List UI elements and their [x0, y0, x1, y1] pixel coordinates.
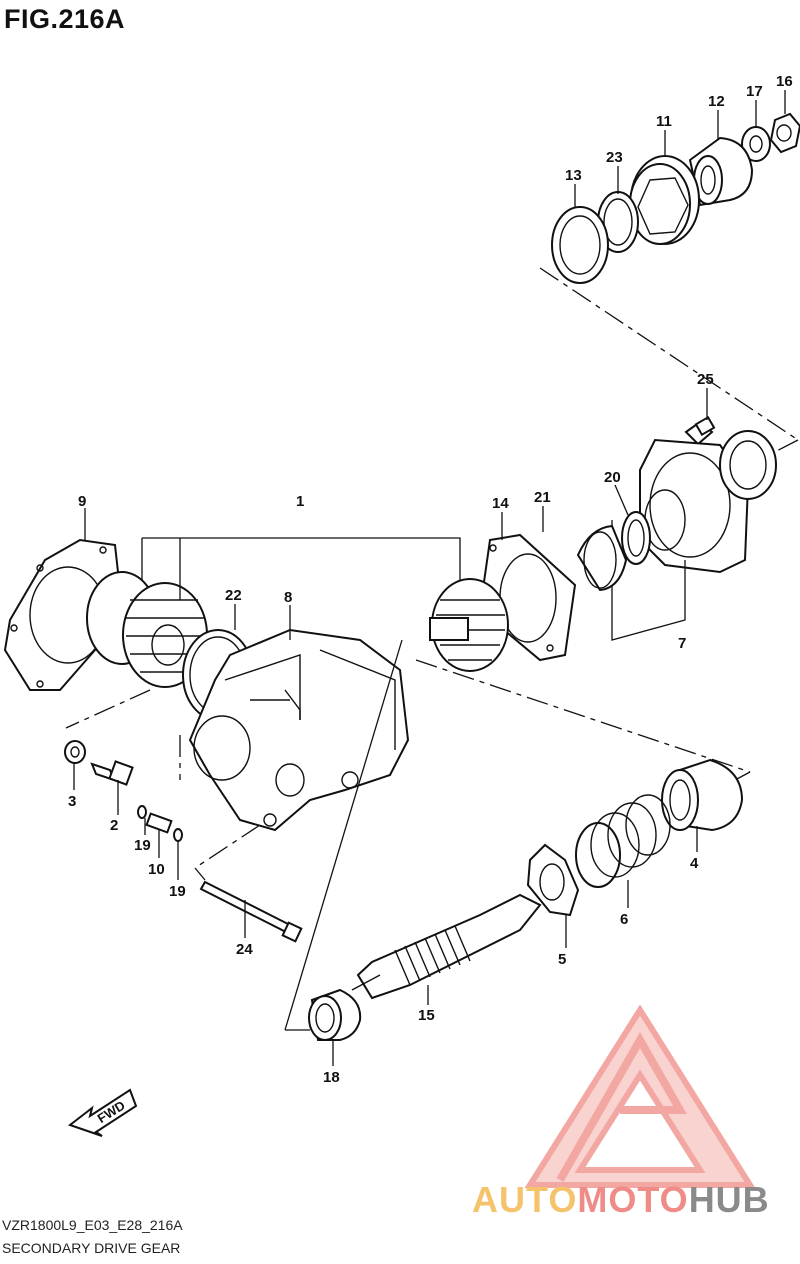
part-4-bearing	[661, 758, 744, 832]
callout-13: 13	[565, 167, 582, 184]
watermark-auto: AUTO	[472, 1179, 577, 1220]
part-20-spacer	[621, 511, 651, 565]
callout-3: 3	[68, 793, 76, 810]
callout-23: 23	[606, 149, 623, 166]
figure-name: SECONDARY DRIVE GEAR	[2, 1240, 181, 1256]
callout-7: 7	[678, 635, 686, 652]
callout-18: 18	[323, 1069, 340, 1086]
callout-10: 10	[148, 861, 165, 878]
part-13-oil-seal	[551, 206, 609, 284]
part-5-cam-damper	[526, 843, 580, 917]
callout-19-a: 19	[134, 837, 151, 854]
callout-25: 25	[697, 371, 714, 388]
callout-1: 1	[296, 493, 304, 510]
callout-21: 21	[534, 489, 551, 506]
callout-numbers: 1 2 3 4 5 6 7 8 9 10 11 12 13 14 15 16 1…	[68, 73, 793, 1086]
fwd-arrow-icon: FWD	[67, 1088, 138, 1137]
callout-20: 20	[604, 469, 621, 486]
part-15-shaft	[351, 893, 542, 1000]
figure-title: FIG.216A	[4, 4, 126, 34]
part-2-bolt	[90, 760, 134, 786]
alignment-lines	[65, 267, 799, 881]
model-code: VZR1800L9_E03_E28_216A	[2, 1217, 183, 1233]
callout-4: 4	[690, 855, 699, 872]
callout-17: 17	[746, 83, 763, 100]
callout-19-b: 19	[169, 883, 186, 900]
callout-22: 22	[225, 587, 242, 604]
part-3-washer	[64, 740, 86, 764]
watermark-hub: HUB	[689, 1179, 770, 1220]
callout-11: 11	[656, 113, 672, 130]
callout-8: 8	[284, 589, 292, 606]
part-1-bevel-gear-driven	[429, 578, 509, 672]
leader-lines	[73, 90, 786, 1066]
callout-15: 15	[418, 1007, 435, 1024]
part-19-o-ring-b	[173, 828, 183, 842]
part-19-o-ring-a	[137, 805, 147, 819]
callout-12: 12	[708, 93, 725, 110]
callout-16: 16	[776, 73, 793, 90]
part-12-coupling	[688, 136, 754, 207]
logo-triangle-inner	[574, 1069, 706, 1173]
logo-stroke	[556, 1031, 687, 1182]
part-18-needle-bearing	[284, 639, 403, 1041]
callout-5: 5	[558, 951, 566, 968]
part-21-shim	[576, 524, 628, 592]
part-7-bearing-housing	[611, 430, 777, 641]
part-8-gear-case	[188, 605, 410, 832]
watermark-text: AUTOMOTOHUB	[472, 1179, 770, 1220]
part-16-nut	[769, 112, 800, 154]
callout-2: 2	[110, 817, 118, 834]
part-10-dowel-pin	[145, 812, 173, 834]
watermark-moto: MOTO	[577, 1179, 688, 1220]
part-17-washer	[741, 126, 771, 162]
callout-6: 6	[620, 911, 628, 928]
callout-24: 24	[236, 941, 253, 958]
part-11-locknut	[629, 155, 700, 245]
part-25-bolt	[684, 415, 716, 446]
callout-9: 9	[78, 493, 86, 510]
callout-14: 14	[492, 495, 509, 512]
part-6-spring	[575, 794, 671, 888]
part-24-long-bolt	[199, 880, 303, 943]
automotohub-logo	[524, 1004, 756, 1188]
